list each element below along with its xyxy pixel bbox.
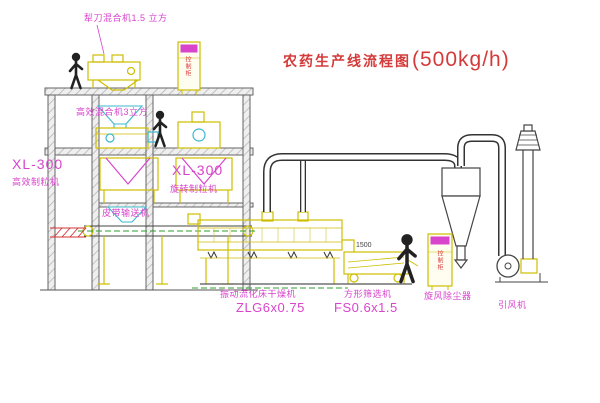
- label-belt-conveyor: 皮带输送机: [102, 208, 150, 218]
- label-mixer-3m3: 高效混合机3立方: [76, 107, 149, 117]
- transfer-hopper: [96, 105, 144, 128]
- label-dim-1500: 1500: [356, 242, 372, 249]
- label-leader-line: [96, 24, 105, 55]
- label-fluid-bed: 振动流化床干燥机: [220, 289, 297, 299]
- induced-draft-fan: [495, 254, 548, 283]
- cyclone-separator: [441, 167, 481, 269]
- belt-conveyor: [50, 225, 256, 285]
- red-hatch-marks: [50, 227, 87, 238]
- label-fan: 引风机: [498, 300, 527, 310]
- title-capacity: (500kg/h): [412, 48, 510, 71]
- label-xl300-left: XL-300: [12, 156, 64, 172]
- control-cabinet-2: [427, 233, 453, 290]
- building-frame: [40, 87, 258, 291]
- label-screen: 方形筛选机: [344, 289, 392, 299]
- feeder-unit: [177, 111, 221, 149]
- exhaust-stack: [515, 124, 541, 259]
- duct-header: [263, 134, 506, 256]
- cabinet-2-text: 控制柜: [436, 250, 442, 271]
- label-xl300-center: XL-300: [172, 162, 224, 178]
- label-cyclone: 旋风除尘器: [424, 291, 472, 301]
- title-text: 农药生产线流程图: [283, 53, 411, 69]
- top-mixer: [87, 54, 141, 91]
- worker-figure-roof: [68, 51, 84, 90]
- label-granulator-center: 旋转制粒机: [170, 184, 218, 194]
- mixer-3m3: [95, 127, 159, 149]
- page-title: 农药生产线流程图 (500kg/h): [283, 48, 510, 72]
- label-screen-model: FS0.6x1.5: [334, 300, 398, 315]
- label-fluid-bed-model: ZLG6x0.75: [236, 300, 305, 315]
- label-top-mixer: 犁刀混合机1.5 立方: [84, 13, 168, 23]
- belt-feed-hopper: [106, 206, 148, 223]
- control-cabinet-1: [177, 41, 201, 95]
- worker-figure-floor2: [152, 109, 168, 148]
- granulator-left: [99, 157, 159, 203]
- fluid-bed-dryer: [187, 211, 343, 285]
- label-granulator-left: 高效制粒机: [12, 177, 60, 187]
- cabinet-1-text: 控制柜: [184, 56, 190, 77]
- granulator-center: [175, 157, 233, 203]
